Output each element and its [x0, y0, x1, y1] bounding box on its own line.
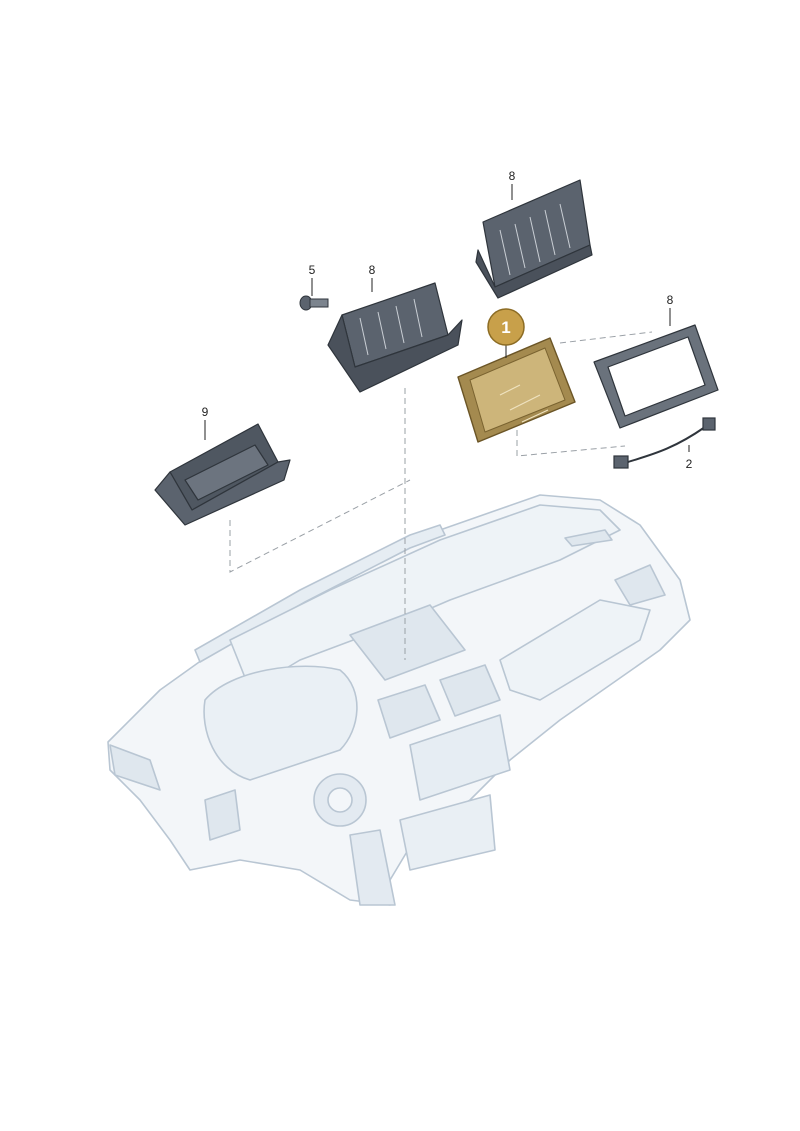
- bolt-shank: [309, 298, 329, 308]
- dashboard-assembly: [107, 494, 691, 906]
- top-right-vent: [564, 529, 613, 547]
- label-cover-top: 8: [509, 169, 516, 183]
- leader-lines: [229, 331, 653, 660]
- label-cover-left: 8: [369, 263, 376, 277]
- console-opening: [349, 604, 466, 681]
- callout-labels: 8 8 5 8 9 2 1: [202, 169, 693, 471]
- left-side-vent: [109, 744, 161, 791]
- right-corner-vent: [614, 564, 666, 606]
- storage-box-body: [154, 459, 291, 526]
- left-lower-vent: [204, 789, 241, 841]
- passenger-panel: [499, 599, 651, 701]
- callout-ticks: [204, 184, 690, 452]
- label-main-display: 1: [501, 318, 510, 337]
- frame-right-part: [593, 324, 719, 429]
- label-cable: 2: [686, 457, 693, 471]
- cable-connector-left: [613, 455, 629, 469]
- lower-support: [349, 829, 396, 906]
- cover-top-rim: [475, 244, 593, 299]
- leader-storage-box: [229, 479, 411, 573]
- main-display-part: [457, 337, 576, 443]
- leader-display: [516, 430, 626, 457]
- cover-top-ribs: [499, 203, 571, 276]
- storage-box-part: [154, 423, 291, 526]
- storage-box-inner: [184, 444, 269, 501]
- cable-wire: [627, 426, 706, 463]
- bolt-part: [299, 295, 329, 311]
- label-storage-box: 9: [202, 405, 209, 419]
- cable-part: [613, 417, 716, 469]
- steering-hub-inner: [327, 787, 353, 813]
- center-vent-right: [439, 664, 501, 717]
- upper-dash-panel: [229, 504, 621, 691]
- center-stack: [409, 714, 511, 801]
- center-vent-left: [377, 684, 441, 739]
- display-glare: [499, 384, 549, 423]
- label-frame-right: 8: [667, 293, 674, 307]
- label-bolt: 5: [309, 263, 316, 277]
- cable-connector-right: [702, 417, 716, 431]
- cover-left-part: [327, 282, 463, 393]
- leader-frame-top: [559, 331, 653, 344]
- cover-left-ribs: [359, 298, 423, 356]
- center-bracket: [399, 794, 496, 871]
- display-screen: [469, 347, 566, 433]
- display-callout-badge: [487, 308, 525, 346]
- frame-inner: [607, 336, 706, 417]
- cover-left-tray: [327, 314, 463, 393]
- cluster-hood: [203, 665, 358, 781]
- cover-top-part: [475, 179, 593, 299]
